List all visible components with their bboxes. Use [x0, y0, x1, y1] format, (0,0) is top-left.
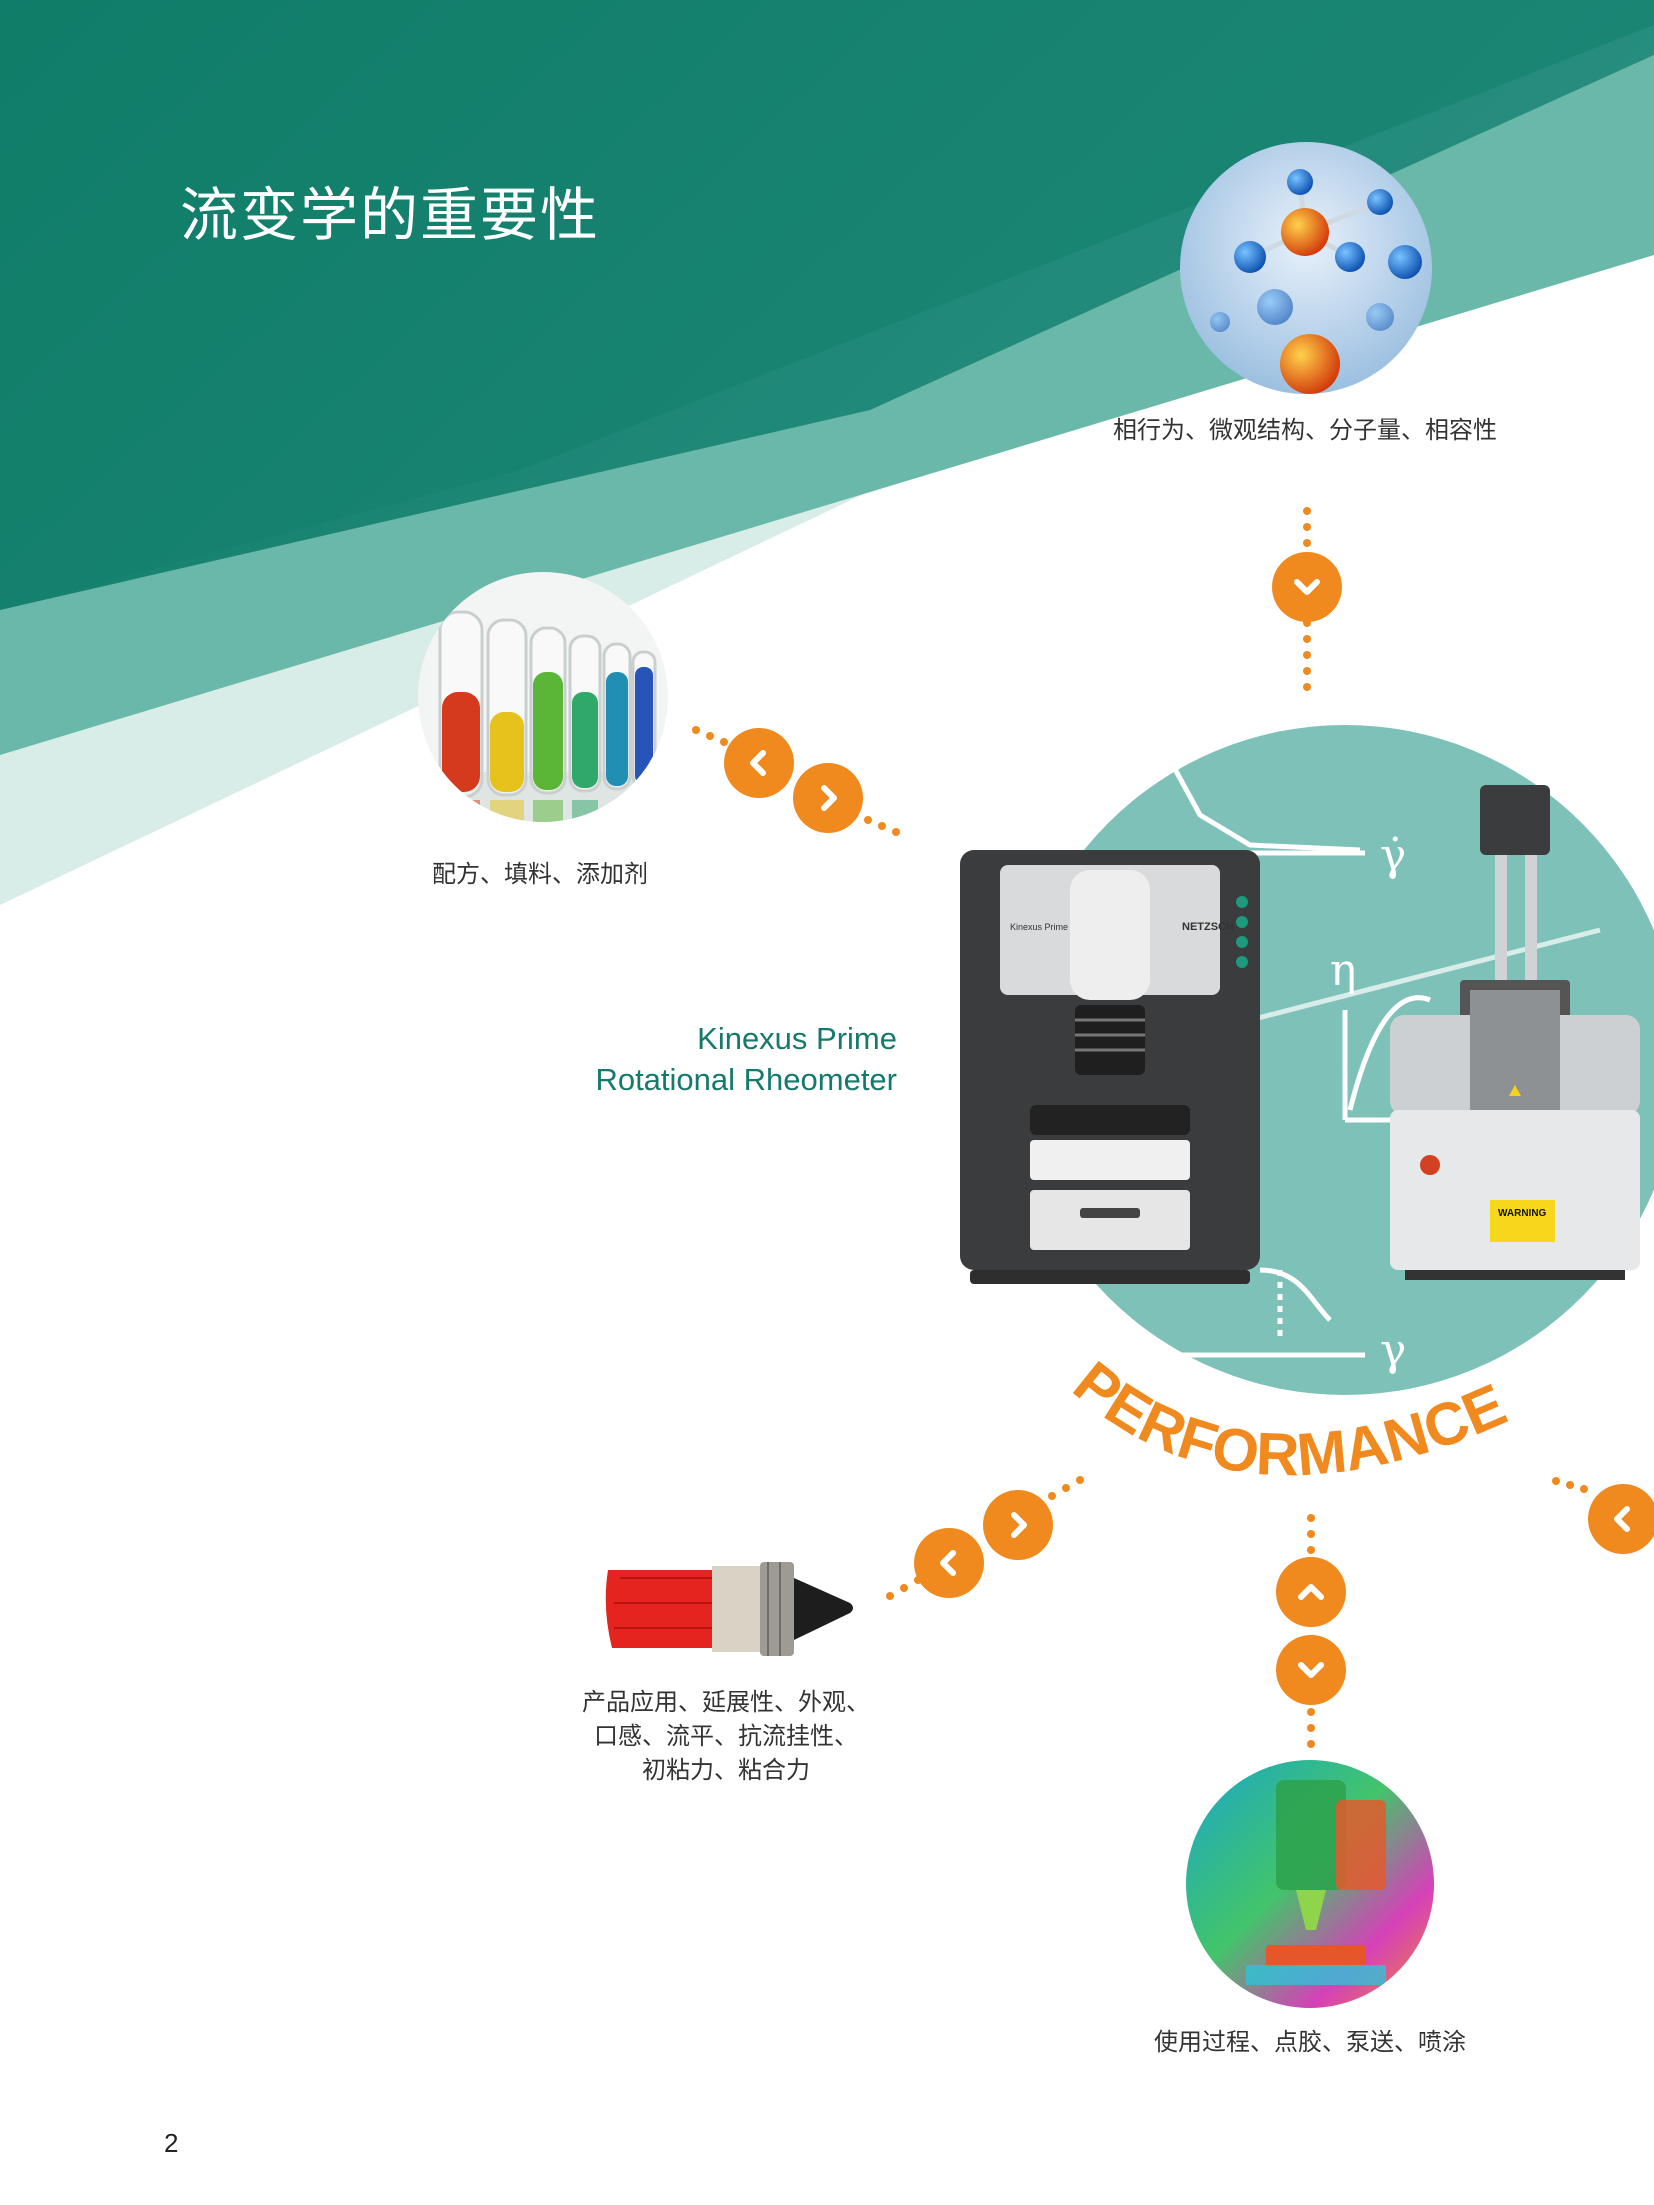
chevron-up-icon	[1298, 1584, 1324, 1600]
arrow-up-bottom	[1276, 1557, 1346, 1627]
performance-text: PERFORMANCE	[1062, 1348, 1516, 1488]
arrow-down-top	[1272, 552, 1342, 622]
svg-text:PERFORMANCE: PERFORMANCE	[1062, 1348, 1516, 1488]
connector-dots-right	[1552, 1477, 1588, 1493]
product-name-line1: Kinexus Prime	[697, 1021, 897, 1056]
caption-molecular: 相行为、微观结构、分子量、相容性	[1113, 416, 1497, 444]
kinexus-rheometer-image: NETZSCH Kinexus Prime	[960, 850, 1260, 1284]
caption-application-line3: 初粘力、粘合力	[642, 1756, 810, 1784]
chevron-down-icon	[1294, 579, 1320, 595]
connector-dots-top	[1303, 507, 1311, 691]
caption-application: 产品应用、延展性、外观、 口感、流平、抗流挂性、 初粘力、粘合力	[566, 1685, 886, 1787]
page-number: 2	[164, 2128, 179, 2158]
header-mid-band	[0, 0, 1654, 610]
arrow-left-right-edge	[1588, 1484, 1654, 1554]
axis-symbol-viscosity: η	[1330, 945, 1356, 996]
diagram-axes	[1055, 758, 1601, 1358]
paintbrush-image	[605, 1562, 853, 1656]
instrument-brand-label: NETZSCH	[1182, 921, 1234, 933]
arrow-right-brush	[983, 1490, 1053, 1560]
arrow-right-tubes	[793, 763, 863, 833]
3d-printing-image	[1186, 1760, 1434, 2008]
caption-application-line2: 口感、流平、抗流挂性、	[594, 1722, 858, 1750]
performance-label: PERFORMANCE	[1062, 1348, 1516, 1488]
connector-dots-bottom-left	[886, 1476, 1084, 1600]
caption-formulation: 配方、填料、添加剂	[432, 860, 648, 888]
chevron-right-icon	[821, 785, 837, 811]
chevron-right-icon	[1011, 1512, 1027, 1538]
product-name-line2: Rotational Rheometer	[595, 1062, 897, 1097]
axis-symbol-strain: γ	[1380, 1325, 1406, 1376]
molecule-image	[1180, 142, 1432, 394]
axis-symbol-shear-rate: γ̇	[1380, 830, 1406, 881]
product-name: Kinexus Prime Rotational Rheometer	[595, 1018, 897, 1100]
chevron-left-icon	[750, 750, 766, 776]
chevron-down-icon	[1298, 1662, 1324, 1678]
arrow-left-brush	[914, 1528, 984, 1598]
capillary-rheometer-image: WARNING	[1390, 785, 1640, 1280]
chevron-left-icon	[940, 1550, 956, 1576]
arrow-down-bottom	[1276, 1635, 1346, 1705]
chevron-left-icon	[1614, 1506, 1630, 1532]
connector-dots-left	[692, 726, 900, 836]
page-title: 流变学的重要性	[180, 181, 601, 249]
arrow-left-tubes	[724, 728, 794, 798]
test-tubes-image	[418, 572, 668, 822]
instrument-model-label: Kinexus Prime	[1010, 922, 1068, 932]
caption-process: 使用过程、点胶、泵送、喷涂	[1154, 2028, 1466, 2056]
warning-label: WARNING	[1498, 1208, 1547, 1219]
connector-dots-bottom	[1307, 1514, 1315, 1748]
caption-application-line1: 产品应用、延展性、外观、	[582, 1688, 870, 1716]
